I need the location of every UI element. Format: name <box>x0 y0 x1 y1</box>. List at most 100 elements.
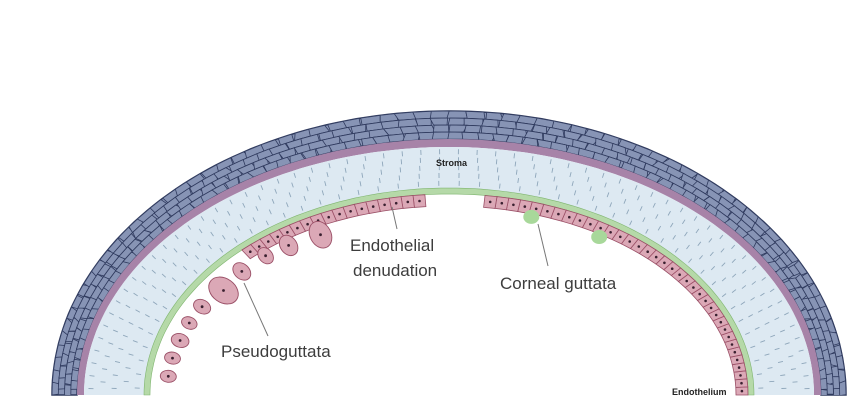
endothelial-nucleus <box>296 227 299 230</box>
corneal-gutta <box>523 210 539 224</box>
endothelial-nucleus <box>619 236 622 239</box>
endothelial-nucleus <box>685 280 688 283</box>
epithelium-cell <box>821 389 827 400</box>
pseudogutta-nucleus <box>171 357 174 360</box>
endothelial-nucleus <box>286 231 289 234</box>
pseudogutta-nucleus <box>179 339 182 342</box>
endothelial-nucleus <box>628 240 631 243</box>
leader-endothelial-denudation <box>392 207 397 229</box>
endothelial-nucleus <box>599 227 602 230</box>
stroma-dash <box>804 376 809 377</box>
endothelial-nucleus <box>655 256 658 259</box>
endothelial-nucleus <box>579 219 582 222</box>
epithelium-cell <box>820 378 827 389</box>
endothelial-nucleus <box>327 216 330 219</box>
endothelial-nucleus <box>678 273 681 276</box>
endothelial-nucleus <box>306 223 309 226</box>
endothelial-nucleus <box>267 240 270 243</box>
endothelial-nucleus <box>395 202 398 205</box>
endothelial-nucleus <box>710 307 713 310</box>
endothelial-nucleus <box>407 201 410 204</box>
endothelial-nucleus <box>692 286 695 289</box>
pseudoguttata-label: Pseudoguttata <box>221 342 331 361</box>
corneal-gutta <box>591 230 607 244</box>
epithelium-cell <box>433 125 448 132</box>
endothelial-nucleus <box>372 205 375 208</box>
endothelial-nucleus <box>720 321 723 324</box>
epithelium-cell <box>466 111 485 119</box>
endothelial-nucleus <box>731 343 734 346</box>
endothelial-nucleus <box>418 200 421 203</box>
endothelial-nucleus <box>501 202 504 205</box>
endothelial-nucleus <box>535 208 538 211</box>
stroma-dash <box>90 376 95 377</box>
stroma-dash <box>500 184 501 189</box>
endothelial-nucleus <box>638 245 641 248</box>
endothelial-nucleus <box>589 223 592 226</box>
endothelial-nucleus <box>663 262 666 265</box>
epithelium-cell <box>65 385 72 396</box>
epithelium-cell <box>448 118 466 125</box>
epithelium-cell <box>464 125 480 133</box>
endothelial-nucleus <box>724 328 727 331</box>
endothelial-nucleus <box>338 213 341 216</box>
endothelial-nucleus <box>609 231 612 234</box>
leader-pseudoguttata <box>244 283 268 336</box>
endothelial-nucleus <box>698 293 701 296</box>
endothelial-nucleus <box>739 374 742 377</box>
endothelial-nucleus <box>738 366 741 369</box>
endothelial-nucleus <box>276 236 279 239</box>
pseudogutta-nucleus <box>201 305 204 308</box>
endothelial-nucleus <box>249 250 252 253</box>
endothelial-nucleus <box>361 208 364 211</box>
epithelium-cell <box>388 134 405 142</box>
epithelium-cell <box>827 384 834 395</box>
stroma-dash <box>780 375 785 376</box>
pseudogutta-nucleus <box>319 233 322 236</box>
endothelial-nucleus <box>546 210 549 213</box>
epithelium-cell <box>462 132 479 140</box>
epithelium-cell <box>416 118 432 126</box>
endothelial-nucleus <box>512 204 515 207</box>
endothelial-nucleus <box>258 245 261 248</box>
leader-corneal-guttata <box>538 224 548 266</box>
stroma-dash <box>399 176 400 181</box>
epithelium-cell <box>833 388 839 401</box>
epithelium-cell <box>839 381 846 396</box>
endothelial-nucleus <box>349 210 352 213</box>
pseudogutta-nucleus <box>222 289 225 292</box>
epithelium-cell <box>464 118 483 126</box>
epithelium-cell <box>71 370 78 382</box>
endothelial-nucleus <box>741 390 744 393</box>
endothelial-nucleus <box>715 314 718 317</box>
endothelial-nucleus <box>727 336 730 339</box>
endothelial-nucleus <box>524 205 527 208</box>
endothelial-nucleus <box>383 204 386 207</box>
stroma-dash <box>113 375 118 376</box>
pseudogutta-nucleus <box>287 244 290 247</box>
endothelial-denudation-label-line1: Endothelial <box>350 236 434 255</box>
epithelium-cell <box>71 381 78 390</box>
pseudogutta-nucleus <box>167 375 170 378</box>
endothelial-nucleus <box>646 250 649 253</box>
endothelial-nucleus <box>740 382 743 385</box>
stroma-dash <box>498 176 499 181</box>
stroma-dash <box>398 184 399 189</box>
endothelial-nucleus <box>489 201 492 204</box>
stroma-label: Stroma <box>436 158 468 168</box>
stroma-dash <box>383 153 384 158</box>
endothelial-nucleus <box>671 267 674 270</box>
endothelium-label: Endothelium <box>672 387 727 397</box>
endothelial-nucleus <box>557 213 560 216</box>
epithelium-cell <box>403 133 421 141</box>
epithelium-cell <box>447 111 467 118</box>
endothelial-nucleus <box>734 351 737 354</box>
epithelium-cell <box>415 125 435 133</box>
endothelial-nucleus <box>704 300 707 303</box>
endothelial-nucleus <box>568 216 571 219</box>
pseudogutta-nucleus <box>264 254 267 257</box>
endothelial-nucleus <box>736 359 739 362</box>
corneal-guttata-label: Corneal guttata <box>500 274 617 293</box>
